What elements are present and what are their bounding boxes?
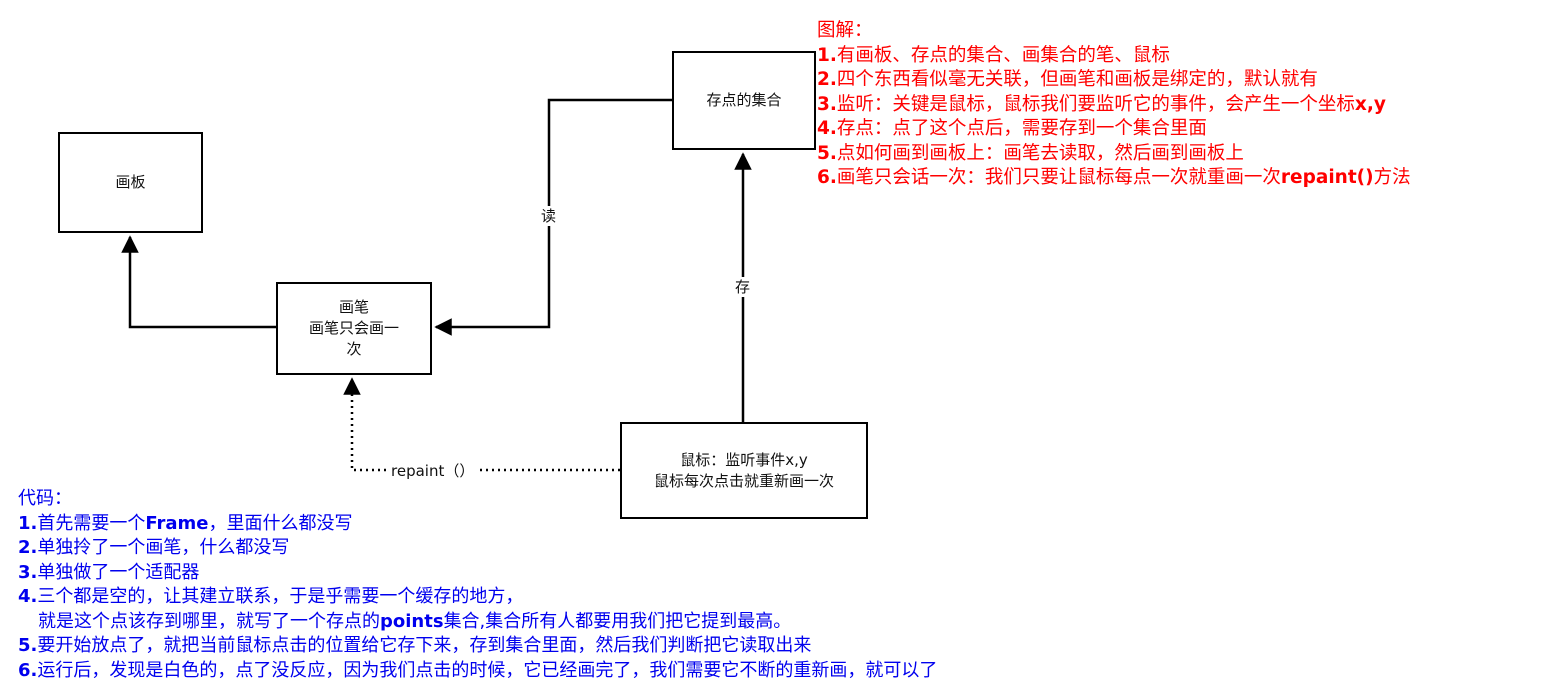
- code-note-item: 就是这个点该存到哪里，就写了一个存点的points集合,集合所有人都要用我们把它…: [18, 610, 937, 635]
- mouse-node-line-2: 鼠标每次点击就重新画一次: [653, 471, 834, 490]
- legend-item-text: 监听：关键是鼠标，鼠标我们要监听它的事件，会产生一个坐标: [836, 93, 1355, 115]
- code-note-number: 5.: [18, 635, 38, 656]
- legend-item-number: 3.: [817, 93, 837, 115]
- pen-node-line-1: 画笔: [338, 298, 369, 316]
- legend-item: 2.四个东西看似毫无关联，但画笔和画板是绑定的，默认就有: [817, 68, 1411, 93]
- code-note-item: 6.运行后，发现是白色的，点了没反应，因为我们点击的时候，它已经画完了，我们需要…: [18, 659, 937, 684]
- legend-item: 4.存点：点了这个点后，需要存到一个集合里面: [817, 117, 1411, 142]
- legend-item-number: 4.: [817, 118, 837, 139]
- code-note-item: 1.首先需要一个Frame，里面什么都没写: [18, 512, 937, 537]
- edge-mouse-to-pen-repaint: [343, 377, 620, 472]
- code-note-item: 3.单独做了一个适配器: [18, 561, 937, 586]
- legend-item: 1.有画板、存点的集合、画集合的笔、鼠标: [817, 44, 1411, 69]
- code-note-text: 运行后，发现是白色的，点了没反应，因为我们点击的时候，它已经画完了，我们需要它不…: [37, 659, 938, 681]
- code-note-number: 1.: [18, 512, 38, 534]
- mouse-node-line-1: 鼠标：监听事件x,y: [680, 450, 808, 469]
- legend-item-number: 2.: [817, 69, 837, 90]
- legend-item: 3.监听：关键是鼠标，鼠标我们要监听它的事件，会产生一个坐标x,y: [817, 93, 1411, 118]
- code-notes-title: 代码：: [18, 488, 72, 509]
- code-note-text: 三个都是空的，让其建立联系，于是乎需要一个缓存的地方，: [37, 586, 524, 607]
- code-note-item: 2.单独拎了一个画笔，什么都没写: [18, 536, 937, 561]
- code-note-number: 6.: [18, 659, 38, 681]
- edge-label-read: 读: [538, 206, 560, 226]
- legend-item-text: 点如何画到画板上：画笔去读取，然后画到画板上: [836, 142, 1244, 164]
- board-node-label: 画板: [115, 173, 146, 191]
- legend-item-number: 5.: [817, 142, 837, 164]
- legend-item-text: 存点：点了这个点后，需要存到一个集合里面: [836, 118, 1207, 139]
- legend-item-number: 6.: [817, 167, 837, 188]
- board-node: 画板: [58, 132, 203, 233]
- point-set-node: 存点的集合: [672, 51, 816, 150]
- code-note-tail: 集合,集合所有人都要用我们把它提到最高。: [443, 610, 792, 632]
- code-note-tail: ，里面什么都没写: [208, 512, 353, 534]
- code-note-text: 单独做了一个适配器: [37, 561, 200, 583]
- edge-label-repaint: repaint（）: [388, 461, 478, 481]
- legend-item: 6.画笔只会话一次：我们只要让鼠标每点一次就重画一次repaint()方法: [817, 166, 1411, 191]
- code-note-text: 首先需要一个: [37, 512, 146, 534]
- edge-label-store: 存: [732, 277, 754, 297]
- legend-item-bold: x,y: [1354, 93, 1386, 115]
- legend-item-tail: 方法: [1373, 167, 1411, 188]
- mouse-node: 鼠标：监听事件x,y 鼠标每次点击就重新画一次: [620, 422, 868, 519]
- legend-item-text: 有画板、存点的集合、画集合的笔、鼠标: [836, 44, 1170, 66]
- pen-node-line-3: 次: [346, 340, 362, 358]
- code-note-text: 就是这个点该存到哪里，就写了一个存点的: [38, 610, 380, 632]
- code-note-number: 2.: [18, 537, 38, 558]
- legend-item-text: 画笔只会话一次：我们只要让鼠标每点一次就重画一次: [836, 167, 1281, 188]
- legend-item-number: 1.: [817, 44, 837, 66]
- pen-node: 画笔 画笔只会画一 次: [276, 282, 432, 375]
- pen-node-line-2: 画笔只会画一: [308, 319, 399, 337]
- point-set-node-label: 存点的集合: [706, 91, 782, 109]
- legend-notes: 图解： 1.有画板、存点的集合、画集合的笔、鼠标 2.四个东西看似毫无关联，但画…: [817, 19, 1411, 191]
- legend-item-bold: repaint(): [1280, 167, 1374, 188]
- code-note-number: 3.: [18, 561, 38, 583]
- code-note-number: 4.: [18, 586, 38, 607]
- code-note-text: 单独拎了一个画笔，什么都没写: [37, 537, 290, 558]
- legend-item-text: 四个东西看似毫无关联，但画笔和画板是绑定的，默认就有: [836, 69, 1318, 90]
- code-notes: 代码： 1.首先需要一个Frame，里面什么都没写 2.单独拎了一个画笔，什么都…: [18, 487, 937, 683]
- legend-item: 5.点如何画到画板上：画笔去读取，然后画到画板上: [817, 142, 1411, 167]
- legend-title: 图解：: [817, 20, 873, 41]
- code-note-bold: Frame: [145, 512, 209, 534]
- code-note-bold: points: [380, 610, 444, 632]
- code-note-text: 要开始放点了，就把当前鼠标点击的位置给它存下来，存到集合里面，然后我们判断把它读…: [37, 635, 812, 656]
- code-note-item: 5.要开始放点了，就把当前鼠标点击的位置给它存下来，存到集合里面，然后我们判断把…: [18, 634, 937, 659]
- code-note-item: 4.三个都是空的，让其建立联系，于是乎需要一个缓存的地方，: [18, 585, 937, 610]
- edge-pen-to-board: [121, 235, 276, 329]
